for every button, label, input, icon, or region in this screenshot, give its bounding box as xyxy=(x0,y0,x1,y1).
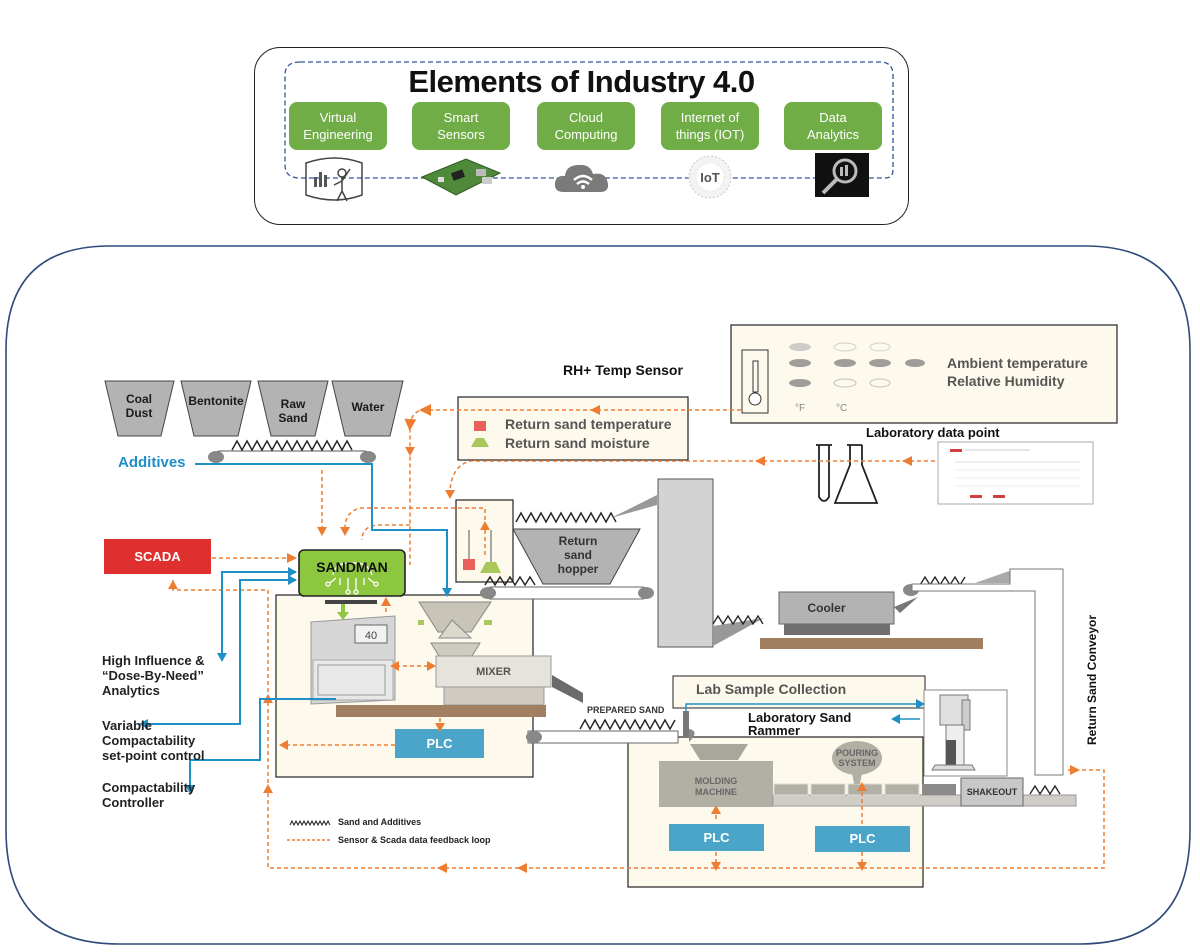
relative-humidity-label: Relative Humidity xyxy=(947,373,1065,389)
rh-temp-sensor-label: RH+ Temp Sensor xyxy=(563,362,683,378)
return-sand-conveyor-label: Return Sand Conveyor xyxy=(1085,614,1099,745)
lab-sample-line xyxy=(685,703,924,711)
legend-sand-additives-label: Sand and Additives xyxy=(338,817,422,827)
mixer-label: MIXER xyxy=(476,666,511,678)
iot-badge-text: IoT xyxy=(700,170,720,185)
prepared-sand-label: PREPARED SAND xyxy=(587,705,665,715)
prepared-sand-conveyor xyxy=(526,711,695,744)
hopper-raw-sand xyxy=(257,380,329,437)
feedback-loop-lines xyxy=(172,403,1105,869)
sandman-circuit-icon xyxy=(325,562,379,595)
shakeout-label: SHAKEOUT xyxy=(966,787,1018,797)
hopper-water-label: Water xyxy=(351,400,385,414)
scada-box xyxy=(104,539,211,574)
element-virtual-engineering: Virtual Engineering xyxy=(289,102,387,150)
legend-feedback-loop-label: Sensor & Scada data feedback loop xyxy=(338,835,491,845)
compactability-controller-machine xyxy=(310,615,396,705)
industry40-panel xyxy=(254,47,909,225)
mold-conveyor xyxy=(772,783,1077,807)
return-sand-zigzag xyxy=(515,511,617,524)
hopper-water xyxy=(331,380,404,437)
additives-conveyor xyxy=(208,439,376,465)
shakeout-box xyxy=(960,777,1024,807)
ambient-temperature-label: Ambient temperature xyxy=(947,355,1088,371)
unit-celsius: °C xyxy=(836,403,847,414)
cloud-wifi-icon xyxy=(554,164,609,192)
thermometer-icon xyxy=(741,349,769,414)
ambient-sensor-box xyxy=(730,324,1118,424)
circuit-board-icon xyxy=(420,158,502,196)
magnifier-chart-icon xyxy=(815,153,869,197)
legend-zigzag-icon xyxy=(289,819,331,827)
return-chute xyxy=(611,495,657,518)
main-frame xyxy=(5,245,1191,945)
iot-circle-icon: IoT xyxy=(688,155,732,199)
mixer-base xyxy=(336,705,546,717)
lab-sample-collection-label: Lab Sample Collection xyxy=(696,681,847,697)
element-data-analytics: Data Analytics xyxy=(784,102,882,150)
return-sand-conveyor-belt xyxy=(480,586,654,600)
hopper-bentonite xyxy=(180,380,252,437)
industry40-title: Elements of Industry 4.0 xyxy=(408,64,755,99)
pouring-system xyxy=(832,741,882,775)
element-iot: Internet of things (IOT) xyxy=(661,102,759,150)
vr-person-chart-icon xyxy=(305,157,363,202)
bucket-elevator xyxy=(657,478,714,648)
return-sand-hopper xyxy=(512,528,641,585)
return-sand-temperature-label: Return sand temperature xyxy=(505,416,672,432)
cooler-label: Cooler xyxy=(807,601,846,615)
feedback-arrowheads xyxy=(168,405,1080,873)
controller-display-value: 40 xyxy=(365,630,377,642)
moisture-sensor-trapezoid xyxy=(480,562,501,573)
return-sand-moisture-label: Return sand moisture xyxy=(505,435,650,451)
temperature-sensor-square xyxy=(463,559,475,570)
plc-mixer xyxy=(395,729,484,758)
molding-machine xyxy=(659,761,773,807)
element-smart-sensors: Smart Sensors xyxy=(412,102,510,150)
sandman-label: SANDMAN xyxy=(316,559,388,575)
mixer-machine xyxy=(418,601,583,706)
element-cloud-computing: Cloud Computing xyxy=(537,102,635,150)
cooler-base xyxy=(760,638,983,649)
plc-molding xyxy=(669,824,764,851)
molding-hopper xyxy=(690,744,748,760)
unit-fahrenheit: °F xyxy=(795,403,805,414)
hopper-coal-dust xyxy=(104,380,175,437)
additives-label: Additives xyxy=(118,454,186,471)
control-lines xyxy=(145,463,448,787)
laboratory-sand-rammer xyxy=(923,689,1008,777)
scada-label: SCADA xyxy=(134,549,181,564)
sandman-stand xyxy=(325,600,377,604)
test-tube-flask-icon xyxy=(816,444,879,504)
control-arrowheads xyxy=(139,567,925,794)
plc-molding-label: PLC xyxy=(703,830,730,845)
laboratory-data-point-label: Laboratory data point xyxy=(866,425,1000,440)
industry40-dashed-loop xyxy=(284,61,894,179)
plc-mixer-label: PLC xyxy=(426,736,453,751)
return-sand-legend-box xyxy=(457,396,689,461)
plc-pouring xyxy=(815,826,910,852)
hopper-bentonite-label: Bentonite xyxy=(188,394,244,408)
lab-software-screenshot xyxy=(937,441,1094,505)
plc-pouring-label: PLC xyxy=(849,831,876,846)
weather-icons-grid xyxy=(789,342,925,388)
lab-sample-collection-box xyxy=(672,675,926,709)
high-influence-analytics-label: High Influence &“Dose-By-Need”Analytics xyxy=(102,653,205,698)
